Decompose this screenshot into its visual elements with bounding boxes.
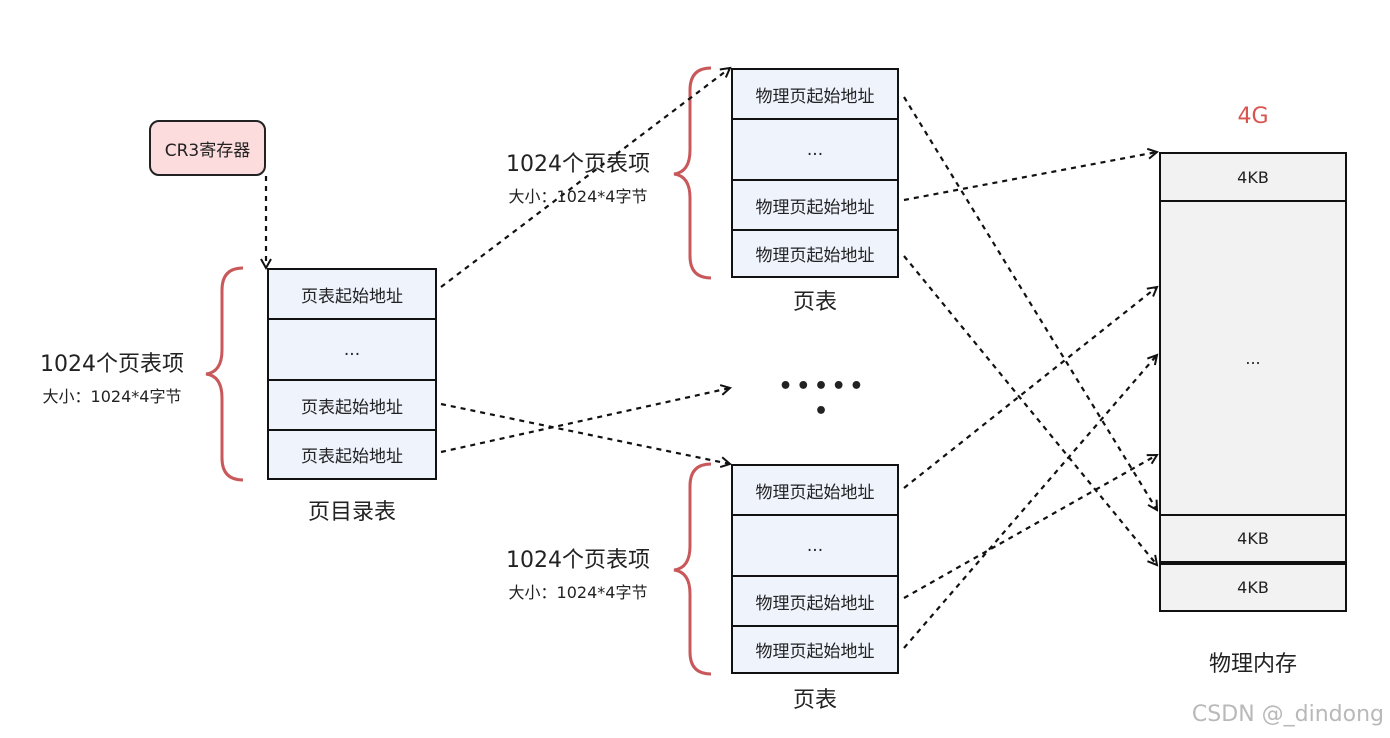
memory-ellipsis: ... bbox=[1161, 202, 1345, 516]
table-top-count-label: 1024个页表项 bbox=[506, 152, 650, 177]
table-bottom-entry: 物理页起始地址 bbox=[733, 577, 897, 627]
cr3-label: CR3寄存器 bbox=[164, 140, 251, 161]
memory-page-4kb: 4KB bbox=[1237, 578, 1269, 597]
page-table-top-caption: 页表 bbox=[792, 290, 837, 315]
table-bottom-entry-ellipsis: ... bbox=[733, 516, 897, 577]
physical-memory-caption: 物理内存 bbox=[1208, 652, 1297, 677]
more-tables-ellipsis: • • • • • • bbox=[778, 374, 864, 424]
arrow-pde-to-table-top bbox=[440, 68, 730, 288]
physical-memory-block: 4KB ... 4KB 4KB bbox=[1159, 152, 1347, 612]
table-top-entry: 物理页起始地址 bbox=[733, 181, 897, 231]
memory-top-label: 4G bbox=[1237, 104, 1269, 129]
arrow-pde-to-more bbox=[440, 388, 730, 454]
arrow-pte-top-1 bbox=[903, 96, 1157, 510]
directory-count-label: 1024个页表项 bbox=[40, 352, 184, 377]
arrow-pde-to-table-bottom bbox=[440, 402, 730, 464]
memory-page-4kb: 4KB bbox=[1161, 154, 1345, 202]
table-top-size-label: 大小：1024*4字节 bbox=[508, 187, 648, 206]
memory-page-4kb: 4KB bbox=[1161, 516, 1345, 565]
directory-entry: 页表起始地址 bbox=[301, 447, 403, 467]
table-bottom-entry: 物理页起始地址 bbox=[755, 642, 875, 662]
page-table-bottom: 物理页起始地址 ... 物理页起始地址 物理页起始地址 bbox=[731, 464, 899, 674]
table-bottom-count-label: 1024个页表项 bbox=[506, 548, 650, 573]
arrow-pte-bottom-2 bbox=[903, 455, 1157, 599]
directory-entry: 页表起始地址 bbox=[269, 381, 435, 431]
cr3-register: CR3寄存器 bbox=[149, 120, 266, 176]
page-table-bottom-caption: 页表 bbox=[792, 688, 837, 713]
arrow-pte-bottom-3 bbox=[903, 355, 1157, 649]
directory-entry-ellipsis: ... bbox=[269, 320, 435, 381]
brace-page-table-top bbox=[673, 66, 712, 280]
arrow-pte-top-3 bbox=[903, 255, 1157, 565]
arrow-pte-top-2 bbox=[903, 152, 1157, 202]
brace-page-directory bbox=[205, 266, 244, 482]
page-table-top: 物理页起始地址 ... 物理页起始地址 物理页起始地址 bbox=[731, 68, 899, 278]
directory-size-label: 大小：1024*4字节 bbox=[42, 387, 182, 406]
table-top-entry-ellipsis: ... bbox=[733, 120, 897, 181]
table-top-entry: 物理页起始地址 bbox=[755, 246, 875, 266]
table-top-entry: 物理页起始地址 bbox=[733, 70, 897, 120]
table-bottom-entry: 物理页起始地址 bbox=[733, 466, 897, 516]
directory-entry: 页表起始地址 bbox=[269, 270, 435, 320]
page-directory-caption: 页目录表 bbox=[307, 500, 396, 525]
table-bottom-size-label: 大小：1024*4字节 bbox=[508, 583, 648, 602]
watermark: CSDN @_dindong bbox=[1191, 702, 1384, 727]
page-directory-table: 页表起始地址 ... 页表起始地址 页表起始地址 bbox=[267, 268, 437, 480]
arrow-pte-bottom-1 bbox=[903, 287, 1157, 489]
brace-page-table-bottom bbox=[673, 462, 712, 676]
